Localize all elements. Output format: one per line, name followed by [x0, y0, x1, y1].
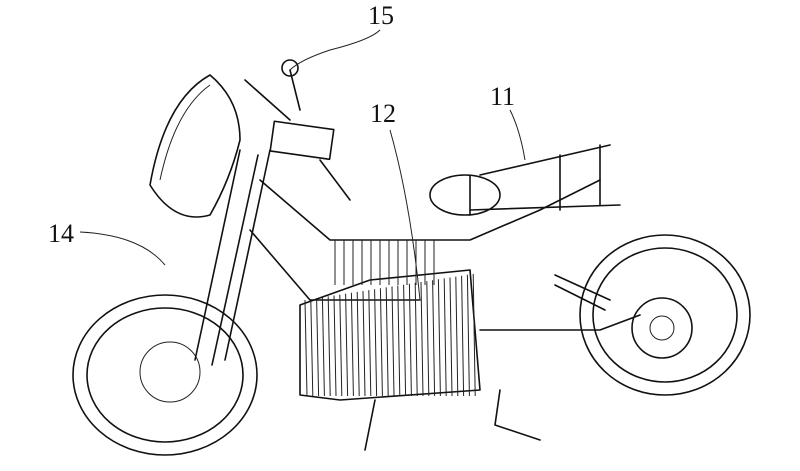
radiator-fin-line [449, 277, 453, 397]
radiator-fin-line [420, 281, 424, 397]
frame [249, 144, 641, 331]
front-wheel [72, 294, 258, 456]
radiator-fin-line [391, 286, 395, 397]
radiator-fin-line [426, 281, 430, 397]
kickstand [364, 389, 541, 451]
label-15: 15 [368, 1, 394, 30]
radiator-fin-line [362, 290, 366, 397]
label-12: 12 [370, 99, 396, 128]
radiator-fin-line [321, 297, 325, 397]
radiator-fin-line [461, 275, 465, 397]
handlebar [244, 59, 351, 201]
radiator-fin-line [327, 296, 331, 397]
radiator-fin-line [350, 292, 354, 397]
rear-wheel [579, 234, 751, 396]
radiator-fin-line [304, 299, 308, 397]
label-11: 11 [490, 82, 515, 111]
radiator-fin-line [403, 284, 407, 397]
radiator-fin-line [466, 274, 470, 397]
radiator-fin-line [368, 290, 372, 397]
radiator-fin-line [385, 287, 389, 397]
leader-15 [289, 29, 381, 71]
radiator-fin-line [414, 282, 418, 397]
radiator-fin-line [443, 278, 447, 397]
radiator-fin-line [397, 285, 401, 397]
radiator-fin-line [472, 273, 476, 397]
seat [429, 174, 501, 216]
leader-11 [509, 109, 526, 161]
radiator-fin-line [356, 291, 360, 397]
radiator-fin-line [310, 299, 314, 397]
rear-shock [554, 274, 611, 311]
radiator-fin-line [333, 295, 337, 397]
leader-12 [389, 129, 421, 301]
radiator-fin-line [316, 298, 320, 397]
radiator-fin-line [345, 293, 349, 397]
front-fork [194, 149, 271, 366]
radiator-fin-line [432, 280, 436, 397]
leader-14 [79, 231, 166, 266]
radiator-fin-line [374, 289, 378, 397]
radiator-fin-line [455, 276, 459, 397]
radiator-fin-line [437, 279, 441, 397]
windshield [149, 74, 241, 218]
radiator-fin-line [339, 294, 343, 397]
radiator-fin-line [408, 283, 412, 397]
radiator [299, 269, 481, 401]
radiator-fin-line [379, 288, 383, 397]
label-14: 14 [48, 219, 74, 248]
